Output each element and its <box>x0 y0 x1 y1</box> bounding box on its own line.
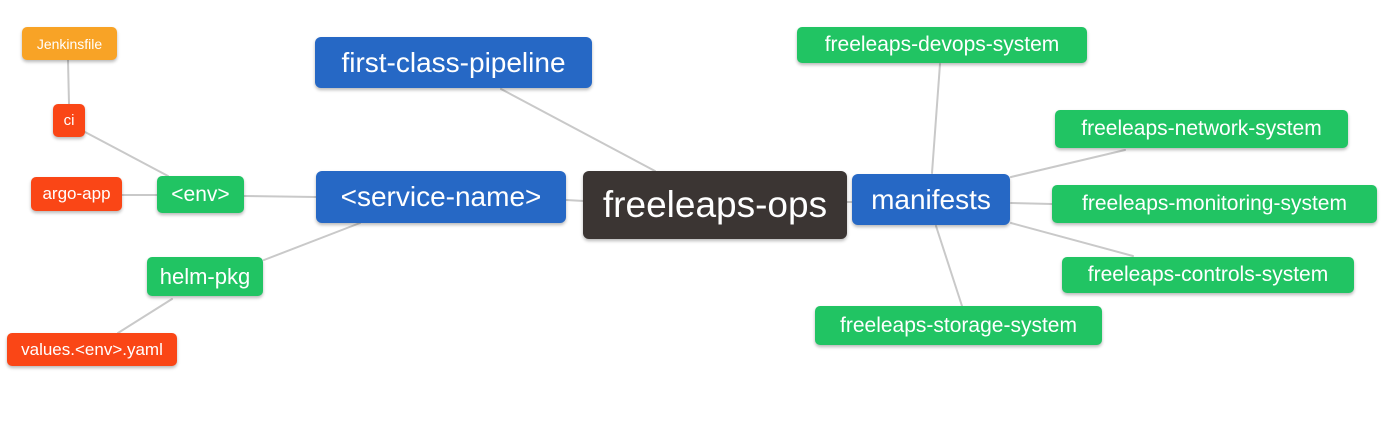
node-manifests[interactable]: manifests <box>852 174 1010 225</box>
edge-service-name-helm-pkg <box>263 222 361 261</box>
node-freeleaps-network-system[interactable]: freeleaps-network-system <box>1055 110 1348 148</box>
edge-manifests-monitoring-system <box>1010 202 1053 205</box>
edge-ci-env <box>84 131 169 177</box>
edge-manifests-controls-system <box>1010 222 1134 257</box>
edge-env-service-name <box>243 195 317 198</box>
node-freeleaps-controls-system[interactable]: freeleaps-controls-system <box>1062 257 1354 293</box>
node-env[interactable]: <env> <box>157 176 244 213</box>
node-jenkinsfile[interactable]: Jenkinsfile <box>22 27 117 60</box>
edge-manifests-devops-system <box>931 63 941 174</box>
node-freeleaps-storage-system[interactable]: freeleaps-storage-system <box>815 306 1102 345</box>
node-helm-pkg[interactable]: helm-pkg <box>147 257 263 296</box>
node-freeleaps-monitoring-system[interactable]: freeleaps-monitoring-system <box>1052 185 1377 223</box>
node-ci[interactable]: ci <box>53 104 85 137</box>
edge-jenkinsfile-ci <box>67 59 70 105</box>
node-first-class-pipeline[interactable]: first-class-pipeline <box>315 37 592 88</box>
edge-helm-pkg-values <box>117 298 173 334</box>
edge-service-name-freeleaps-ops <box>565 199 585 202</box>
node-argo-app[interactable]: argo-app <box>31 177 122 211</box>
node-freeleaps-devops-system[interactable]: freeleaps-devops-system <box>797 27 1087 63</box>
node-values-env-yaml[interactable]: values.<env>.yaml <box>7 333 177 366</box>
edge-manifests-network-system <box>1010 149 1126 178</box>
node-service-name[interactable]: <service-name> <box>316 171 566 223</box>
edge-pipeline-freeleaps-ops <box>500 88 656 172</box>
node-freeleaps-ops[interactable]: freeleaps-ops <box>583 171 847 239</box>
edge-manifests-storage-system <box>935 225 963 307</box>
